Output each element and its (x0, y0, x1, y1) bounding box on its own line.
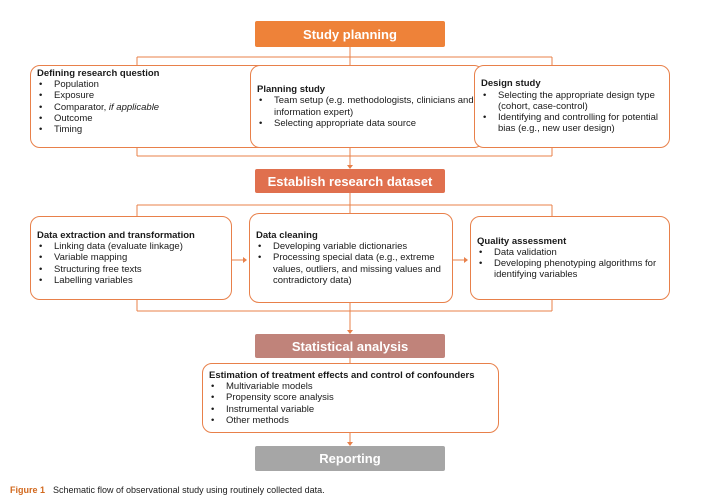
list-item: Outcome (37, 113, 263, 124)
data-cleaning-title: Data cleaning (256, 229, 318, 241)
design-study-box: Design study Selecting the appropriate d… (474, 65, 670, 148)
list-item: Multivariable models (209, 381, 492, 392)
list-item: Population (37, 79, 263, 90)
list-item: Team setup (e.g. methodologists, clinici… (257, 95, 477, 117)
data-cleaning-list: Developing variable dictionaries Process… (256, 241, 446, 286)
comparator-label: Comparator, (54, 101, 109, 113)
list-item: Comparator, if applicable (37, 102, 263, 113)
data-cleaning-box: Data cleaning Developing variable dictio… (249, 213, 453, 303)
data-extraction-title: Data extraction and transformation (37, 229, 195, 241)
estimation-title: Estimation of treatment effects and cont… (209, 369, 475, 381)
defining-research-question-box: Defining research question Population Ex… (30, 65, 270, 148)
defining-research-question-list: Population Exposure Comparator, if appli… (37, 79, 263, 135)
quality-assessment-list: Data validation Developing phenotyping a… (477, 247, 663, 281)
planning-study-list: Team setup (e.g. methodologists, clinici… (257, 95, 477, 129)
list-item: Propensity score analysis (209, 392, 492, 403)
data-extraction-list: Linking data (evaluate linkage) Variable… (37, 241, 225, 286)
list-item: Structuring free texts (37, 264, 225, 275)
estimation-box: Estimation of treatment effects and cont… (202, 363, 499, 433)
figure-caption-text: Schematic flow of observational study us… (53, 485, 325, 495)
planning-study-box: Planning study Team setup (e.g. methodol… (250, 65, 484, 148)
list-item: Linking data (evaluate linkage) (37, 241, 225, 252)
study-planning-banner: Study planning (255, 21, 445, 47)
planning-study-title: Planning study (257, 84, 326, 96)
estimation-list: Multivariable models Propensity score an… (209, 381, 492, 426)
figure-caption: Figure 1 Schematic flow of observational … (10, 485, 325, 495)
list-item: Exposure (37, 90, 263, 101)
establish-dataset-banner: Establish research dataset (255, 169, 445, 193)
quality-assessment-title: Quality assessment (477, 235, 567, 247)
design-study-list: Selecting the appropriate design type (c… (481, 90, 663, 135)
list-item: Developing variable dictionaries (256, 241, 446, 252)
reporting-banner: Reporting (255, 446, 445, 471)
design-study-title: Design study (481, 78, 541, 90)
list-item: Selecting the appropriate design type (c… (481, 90, 663, 112)
statistical-analysis-banner: Statistical analysis (255, 334, 445, 358)
quality-assessment-box: Quality assessment Data validation Devel… (470, 216, 670, 300)
list-item: Identifying and controlling for potentia… (481, 112, 663, 134)
defining-research-question-title: Defining research question (37, 68, 160, 79)
list-item: Processing special data (e.g., extreme v… (256, 252, 446, 286)
list-item: Labelling variables (37, 275, 225, 286)
list-item: Selecting appropriate data source (257, 118, 477, 129)
list-item: Instrumental variable (209, 404, 492, 415)
list-item: Data validation (477, 247, 663, 258)
figure-label: Figure 1 (10, 485, 46, 495)
list-item: Variable mapping (37, 252, 225, 263)
list-item: Timing (37, 124, 263, 135)
comparator-note: if applicable (108, 101, 160, 113)
list-item: Other methods (209, 415, 492, 426)
list-item: Developing phenotyping algorithms for id… (477, 258, 663, 280)
data-extraction-box: Data extraction and transformation Linki… (30, 216, 232, 300)
